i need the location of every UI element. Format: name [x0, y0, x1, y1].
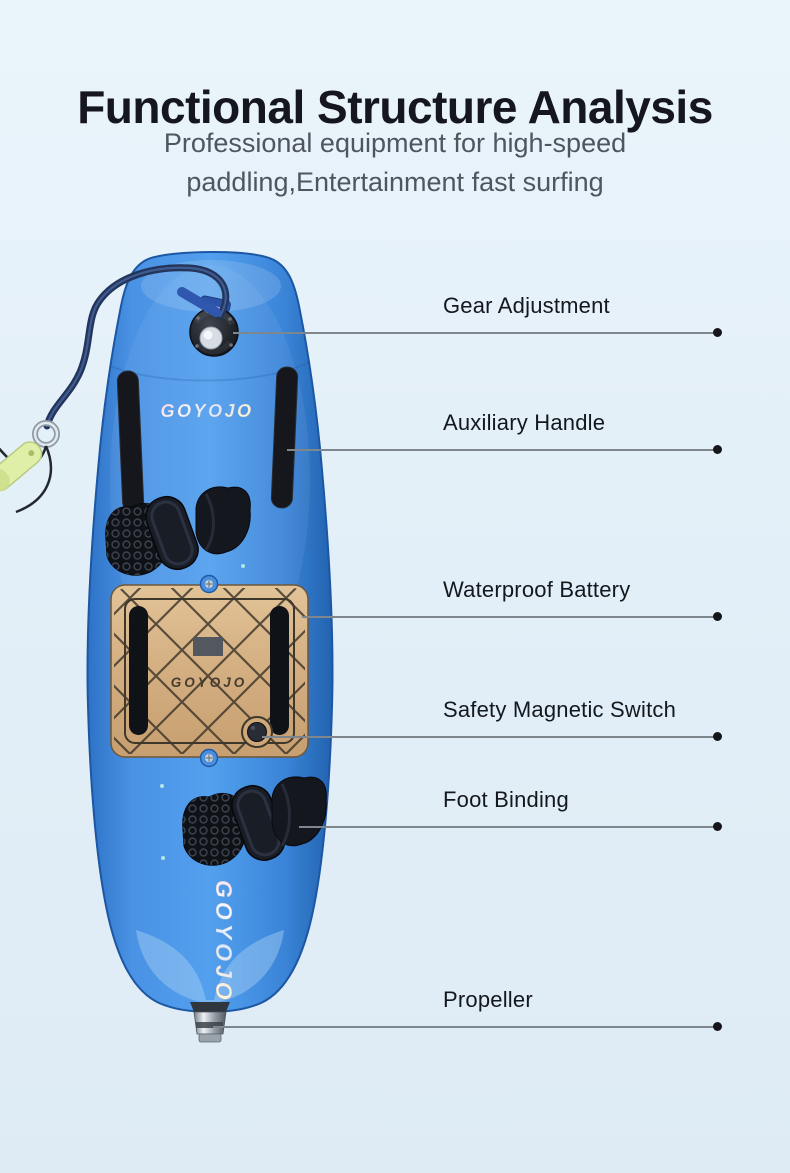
feature-label-propeller: Propeller [443, 987, 533, 1012]
magnetic-key-fob [0, 441, 43, 492]
callout-line-safety-magnetic-switch [262, 736, 718, 738]
callout-dot-foot-binding [713, 822, 722, 831]
feature-label-auxiliary-handle: Auxiliary Handle [443, 410, 606, 435]
hatch-grip-left [129, 606, 148, 735]
callout-line-propeller [213, 1026, 718, 1028]
callout-dot-gear-adjustment [713, 328, 722, 337]
feature-label-waterproof-battery: Waterproof Battery [443, 577, 631, 602]
feature-label-foot-binding: Foot Binding [443, 787, 569, 812]
tail-wing-graphic [136, 930, 284, 1004]
page-subtitle: Professional equipment for high-speed pa… [0, 124, 790, 202]
hatch-screw-bottom [199, 748, 219, 768]
auxiliary-handles [116, 366, 299, 513]
hatch-brand-engraving: GOYOJO [171, 675, 248, 690]
foot-binding-rear [182, 776, 327, 866]
callout-dot-waterproof-battery [713, 612, 722, 621]
propeller [190, 1002, 230, 1043]
page-title: Functional Structure Analysis [77, 80, 713, 133]
hatch-screw-top [199, 574, 219, 594]
feature-label-safety-magnetic-switch: Safety Magnetic Switch [443, 697, 677, 722]
callout-dot-safety-magnetic-switch [713, 732, 722, 741]
page-subtitle-line-1: Professional equipment for high-speed [163, 128, 627, 158]
feature-label-gear-adjustment: Gear Adjustment [443, 293, 610, 318]
hatch-grip-right [270, 606, 289, 735]
deck-brand-logo: GOYOJO [160, 401, 253, 421]
battery-hatch: GOYOJO [110, 574, 309, 768]
callout-line-foot-binding [299, 826, 718, 828]
tail-brand-logo: GOYOJO [211, 880, 237, 1004]
rail-handle-right [270, 366, 299, 509]
callout-line-auxiliary-handle [287, 449, 718, 451]
safety-leash [0, 264, 230, 514]
callout-line-waterproof-battery [302, 616, 718, 618]
callout-dot-auxiliary-handle [713, 445, 722, 454]
callout-dot-propeller [713, 1022, 722, 1031]
callout-line-gear-adjustment [233, 332, 718, 334]
page-subtitle-line-2: paddling,Entertainment fast surfing [186, 167, 604, 197]
foot-binding-front [105, 486, 251, 576]
hatch-handle [193, 637, 223, 656]
safety-magnetic-switch [241, 716, 273, 748]
